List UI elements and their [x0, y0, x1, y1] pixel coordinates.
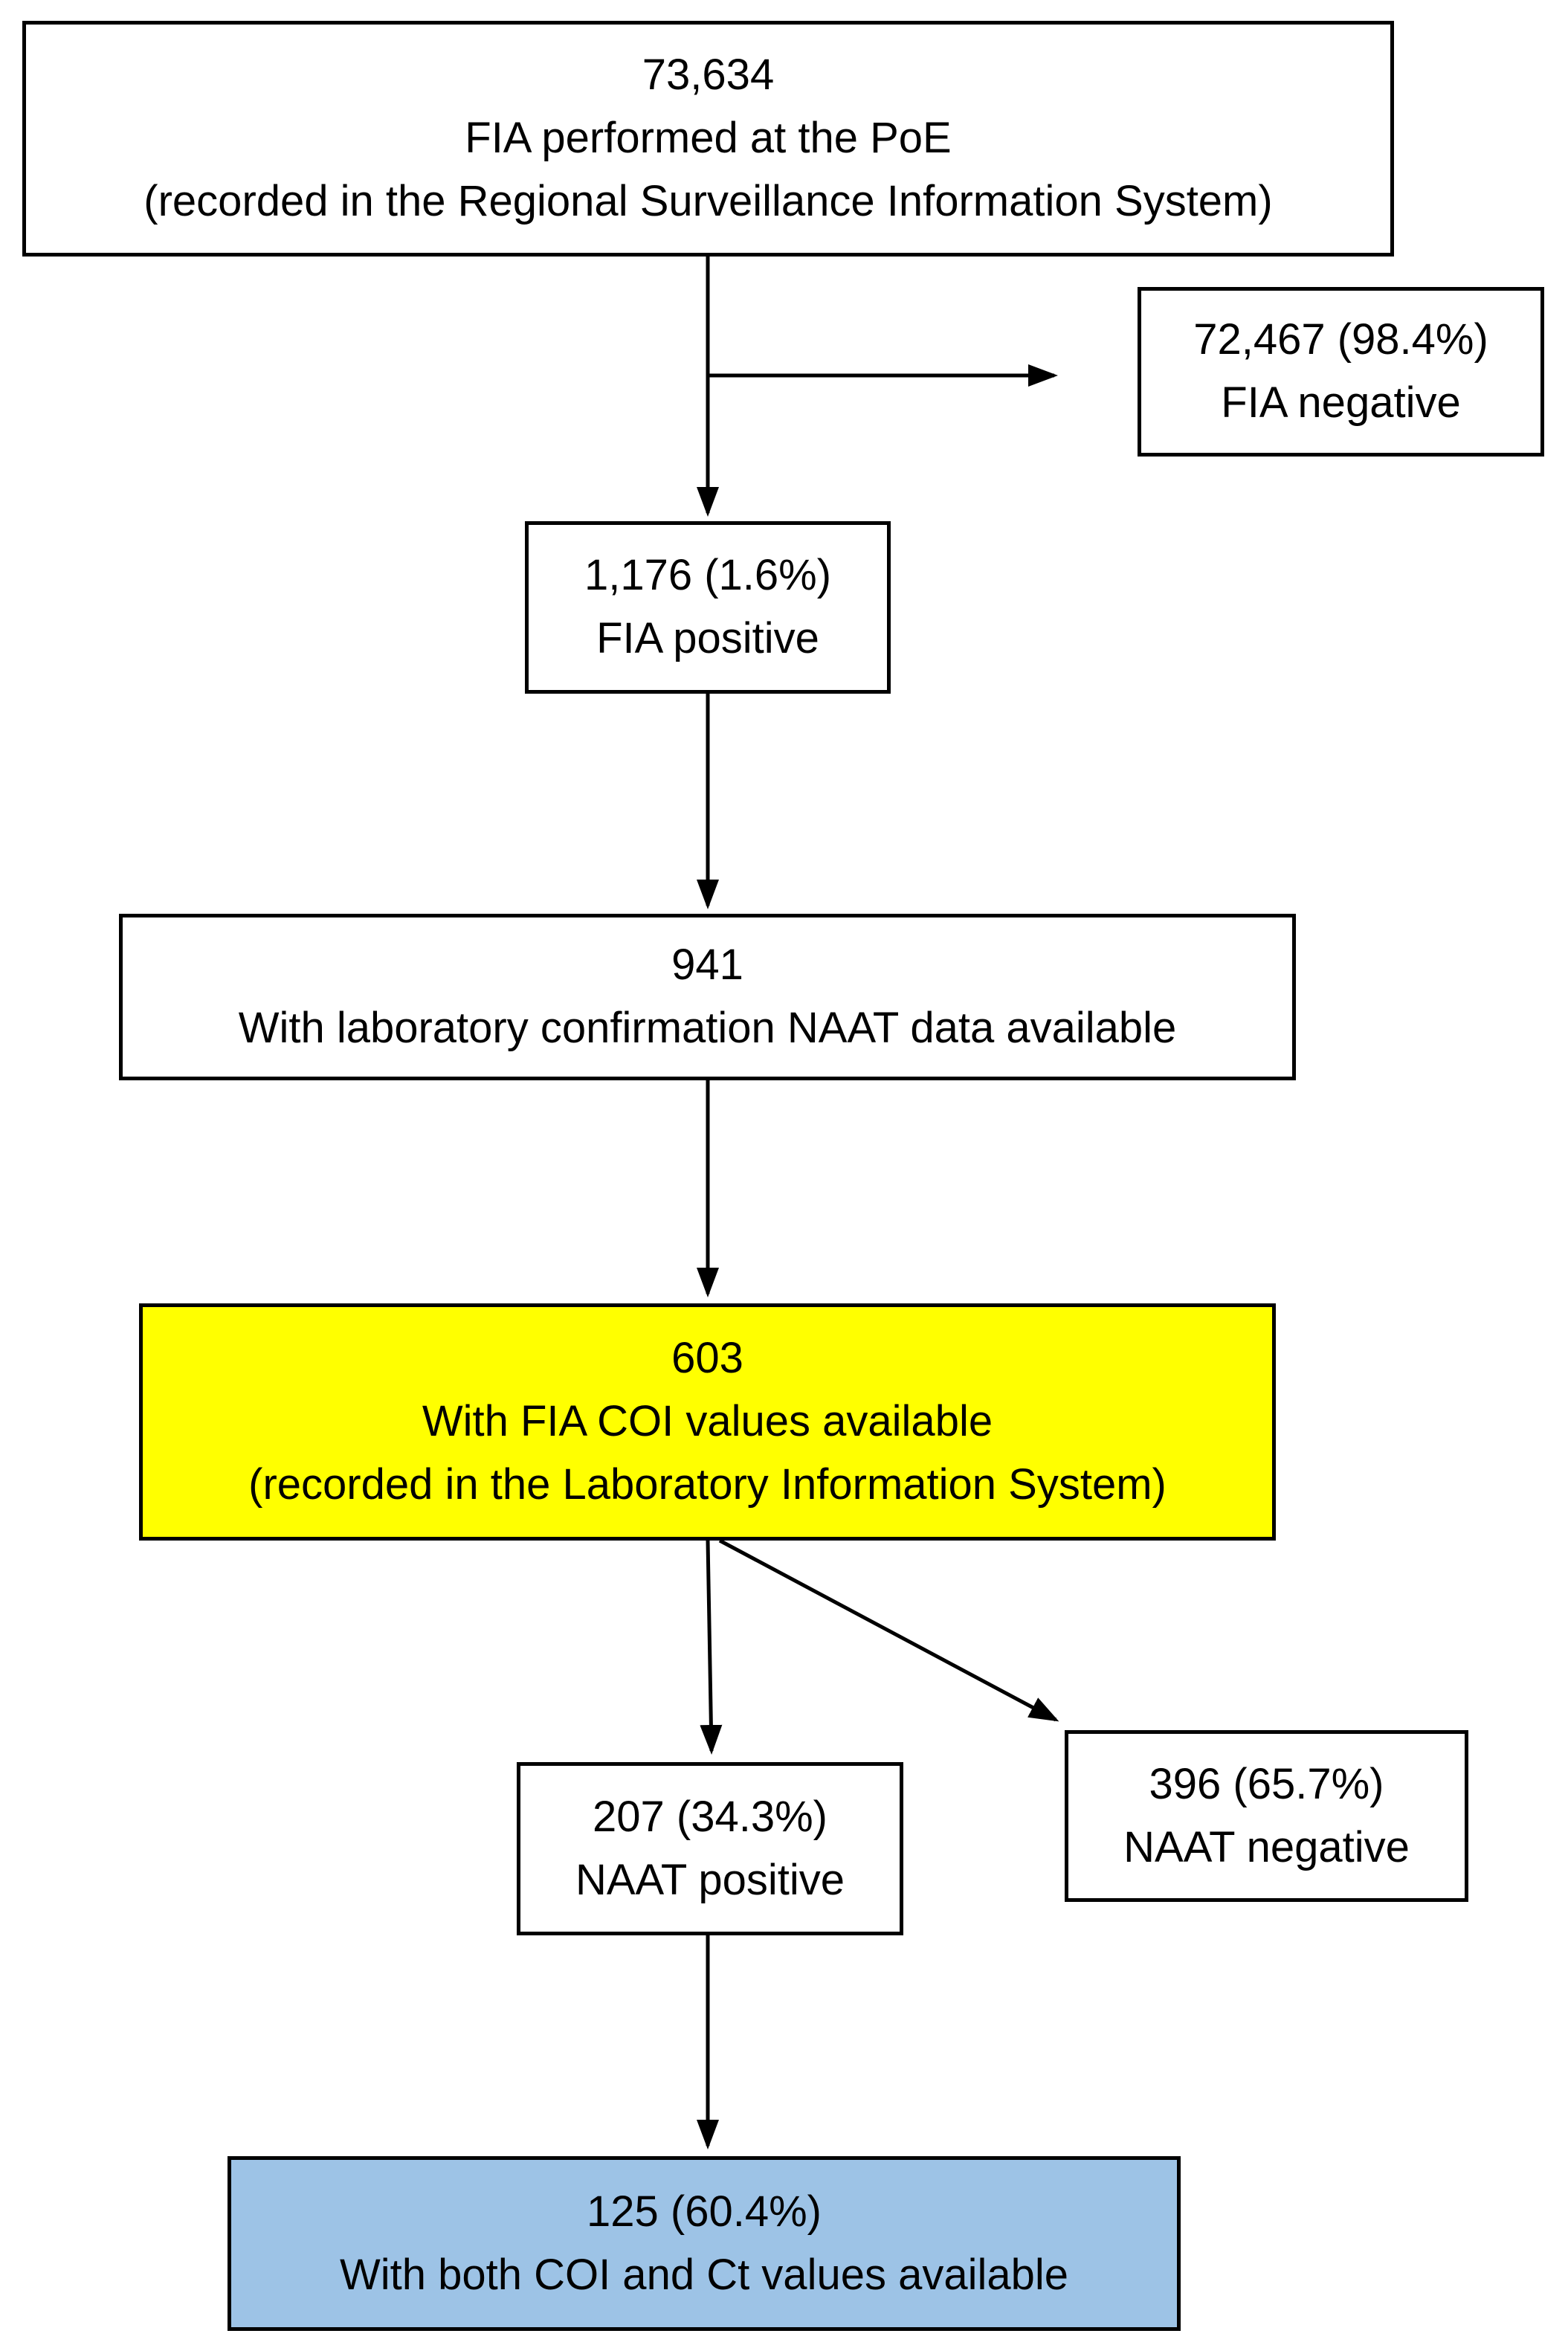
arrow-coi-to-naat-positive	[700, 1540, 723, 1755]
fia-performed-count: 73,634	[642, 51, 775, 100]
naat-negative-label: NAAT negative	[1123, 1822, 1410, 1871]
box-fia-negative: 72,467 (98.4%) FIA negative	[1138, 287, 1544, 457]
fia-positive-label: FIA positive	[596, 614, 819, 662]
box-fia-performed: 73,634 FIA performed at the PoE (recorde…	[22, 21, 1394, 257]
coi-values-note: (recorded in the Laboratory Information …	[248, 1460, 1167, 1509]
box-naat-positive: 207 (34.3%) NAAT positive	[517, 1762, 903, 1935]
fia-performed-label: FIA performed at the PoE	[465, 114, 952, 163]
naat-data-count: 941	[671, 941, 743, 990]
coi-values-label: With FIA COI values available	[422, 1397, 993, 1446]
naat-negative-count: 396 (65.7%)	[1149, 1759, 1384, 1808]
naat-data-label: With laboratory confirmation NAAT data a…	[238, 1004, 1177, 1052]
arrow-coi-to-naat-negative	[718, 1538, 1059, 1722]
box-coi-values-available: 603 With FIA COI values available (recor…	[139, 1303, 1276, 1541]
naat-positive-label: NAAT positive	[575, 1855, 845, 1904]
fia-performed-note: (recorded in the Regional Surveillance I…	[143, 176, 1273, 225]
coi-values-count: 603	[671, 1334, 743, 1383]
fia-negative-count: 72,467 (98.4%)	[1193, 315, 1488, 364]
box-naat-negative: 396 (65.7%) NAAT negative	[1065, 1730, 1468, 1902]
box-fia-positive: 1,176 (1.6%) FIA positive	[525, 521, 891, 694]
coi-ct-values-count: 125 (60.4%)	[587, 2187, 822, 2236]
box-naat-data-available: 941 With laboratory confirmation NAAT da…	[119, 914, 1296, 1080]
fia-positive-count: 1,176 (1.6%)	[584, 551, 832, 600]
coi-ct-values-label: With both COI and Ct values available	[339, 2250, 1069, 2299]
box-coi-ct-values-available: 125 (60.4%) With both COI and Ct values …	[228, 2156, 1181, 2331]
fia-negative-label: FIA negative	[1221, 378, 1461, 427]
naat-positive-count: 207 (34.3%)	[593, 1792, 827, 1841]
